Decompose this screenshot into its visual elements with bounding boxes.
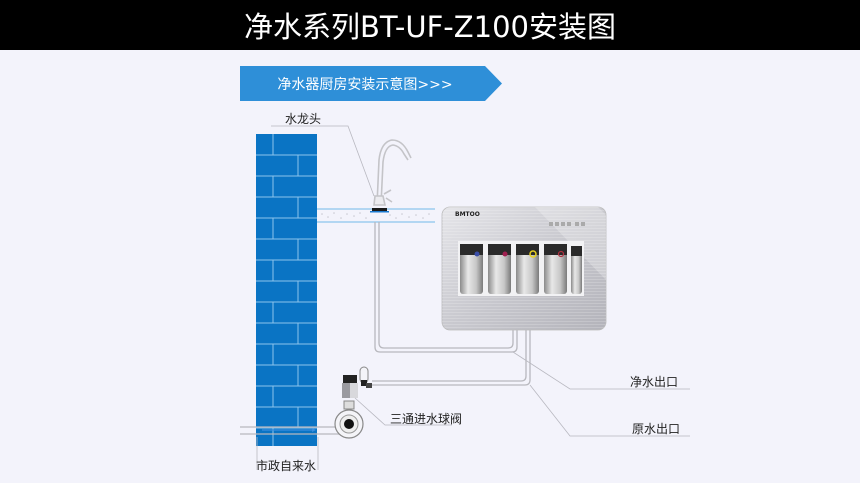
label-three-way-valve: 三通进水球阀 (390, 412, 463, 426)
brand-logo: BMTOO (455, 211, 480, 218)
brick-wall (256, 134, 317, 446)
banner-label: 净水器厨房安装示意图>>> (277, 76, 453, 93)
page-title-text: 净水系列BT-UF-Z100安装图 (243, 10, 616, 44)
label-raw-outlet: 原水出口 (632, 422, 681, 436)
faucet (370, 139, 412, 213)
water-purifier (441, 206, 607, 331)
label-faucet: 水龙头 (285, 112, 322, 126)
page-title: 净水系列BT-UF-Z100安装图 (0, 0, 860, 50)
section-banner: 净水器厨房安装示意图>>> (240, 66, 502, 101)
label-municipal-water: 市政自来水 (256, 459, 317, 473)
three-way-ball-valve (342, 366, 372, 398)
banner-arrow-shape (240, 66, 502, 101)
main-water-valve (334, 400, 364, 439)
label-purified-outlet: 净水出口 (630, 375, 679, 389)
leader-lines (256, 125, 690, 470)
